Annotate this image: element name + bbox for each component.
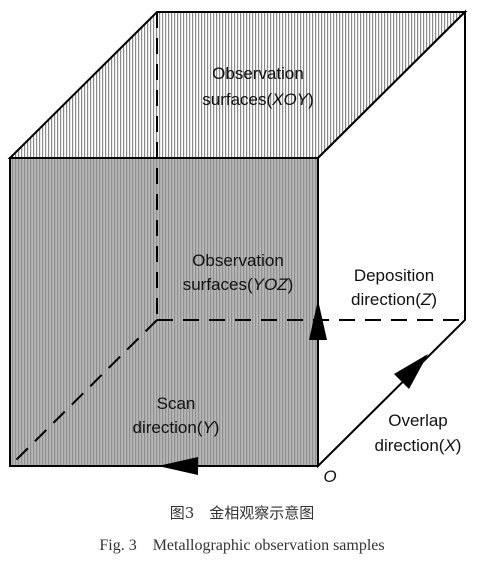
front-face-label-line1: Observation	[192, 251, 284, 270]
scan-arrow	[158, 457, 198, 475]
scan-label-line2: direction(Y)	[133, 418, 220, 437]
overlap-label-line1: Overlap	[388, 411, 448, 430]
deposition-arrow	[309, 300, 327, 466]
origin-label: O	[323, 467, 336, 486]
top-face-label-line1: Observation	[212, 64, 304, 83]
front-face-label-line2: surfaces(YOZ)	[183, 275, 294, 294]
overlap-arrow	[394, 354, 428, 389]
hidden-edges	[9, 12, 465, 467]
overlap-label-line2: direction(X)	[375, 436, 462, 455]
deposition-label-line2: direction(Z)	[351, 290, 437, 309]
scan-label-line1: Scan	[157, 394, 196, 413]
top-face-label-line2: surfaces(XOY)	[202, 90, 314, 109]
caption-chinese: 图3 金相观察示意图	[170, 504, 315, 522]
deposition-label-line1: Deposition	[354, 266, 434, 285]
caption-english: Fig. 3 Metallographic observation sample…	[99, 537, 384, 554]
